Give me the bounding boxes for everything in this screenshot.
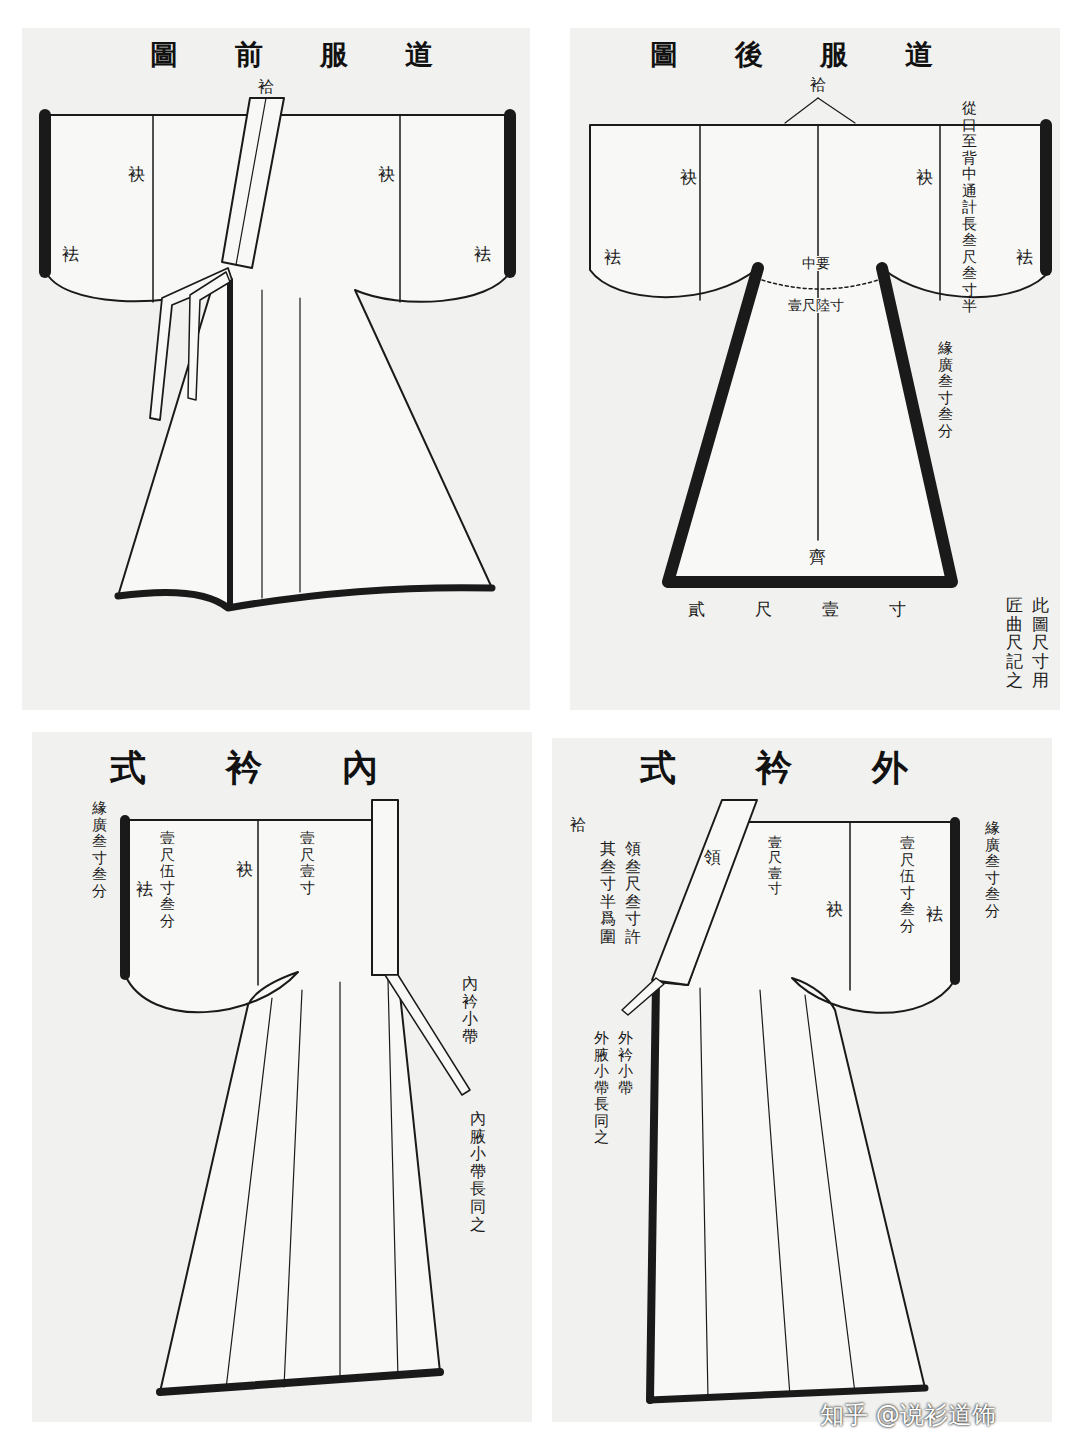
panel-title: 外衿式	[640, 748, 988, 788]
part-name: 領	[704, 848, 721, 867]
panel-title: 道服後圖	[650, 40, 990, 71]
part-name: 袂	[378, 165, 395, 184]
part-name: 袂	[916, 168, 933, 187]
dimension-note: 壹尺壹寸	[300, 830, 315, 896]
watermark: 知乎 @说衫道饰	[820, 1402, 996, 1428]
dimension-note: 貳尺壹寸	[688, 600, 956, 619]
part-name: 袷	[810, 76, 826, 94]
part-name: 袷	[258, 78, 274, 96]
dimension-note: 壹尺伍寸叁分	[160, 830, 175, 929]
part-name: 袷	[570, 816, 586, 834]
dimension-note: 壹尺陸寸	[786, 298, 846, 313]
dimension-note: 緣廣叁寸叁分	[985, 820, 1000, 919]
panel-title: 道服前圖	[150, 40, 490, 71]
note: 領叁尺叁寸許	[625, 840, 641, 946]
inner-lapel	[125, 800, 470, 1392]
dimension-note: 外腋小帶長同之	[594, 1030, 609, 1146]
back-robe	[590, 98, 1050, 582]
dimension-note: 緣廣叁寸叁分	[938, 340, 953, 439]
part-name: 齊	[809, 548, 826, 567]
dimension-note: 內衿小帶	[462, 975, 478, 1045]
part-name: 袪	[926, 905, 943, 924]
part-name: 袂	[826, 900, 843, 919]
panel-title: 內衿式	[110, 748, 458, 788]
note: 其叁寸半爲圍	[600, 840, 616, 946]
part-name: 袂	[236, 860, 253, 879]
dimension-note: 從口至背中通計長叁尺叁寸半	[962, 100, 977, 315]
page-panels	[22, 28, 1060, 1422]
part-name: 袪	[1016, 248, 1033, 267]
part-name: 袂	[128, 165, 145, 184]
dimension-note: 壹尺壹寸	[768, 835, 782, 897]
dimension-note: 緣廣叁寸叁分	[92, 800, 107, 899]
dimension-note: 內腋小帶長同之	[470, 1110, 486, 1233]
outer-lapel	[622, 800, 955, 1400]
part-name: 袪	[62, 245, 79, 264]
note: 匠曲尺記之	[1006, 596, 1023, 689]
part-name: 袪	[604, 248, 621, 267]
dimension-note: 外衿小帶	[618, 1030, 633, 1096]
dimension-note: 壹尺伍寸叁分	[900, 835, 915, 934]
part-name: 中要	[800, 256, 832, 271]
part-name: 袪	[136, 880, 153, 899]
part-name: 袂	[680, 168, 697, 187]
note: 此圖尺寸用	[1032, 596, 1049, 689]
front-robe	[45, 98, 510, 608]
part-name: 袪	[474, 245, 491, 264]
